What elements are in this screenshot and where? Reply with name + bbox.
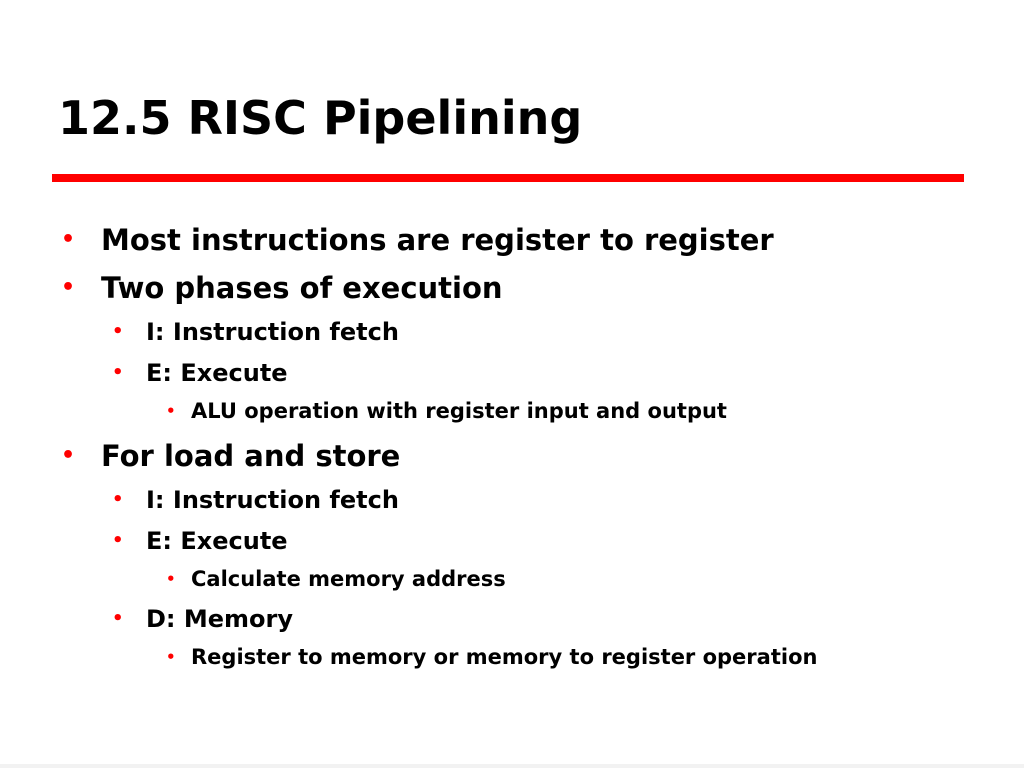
bullet-icon: • <box>166 570 176 588</box>
bullet-item-l1: • Most instructions are register to regi… <box>61 220 774 260</box>
bullet-item-l3: • Register to memory or memory to regist… <box>166 642 818 672</box>
bullet-text: Register to memory or memory to register… <box>191 645 818 669</box>
bullet-text: Two phases of execution <box>101 271 503 305</box>
bullet-text: D: Memory <box>146 605 294 633</box>
bullet-item-l3: • Calculate memory address <box>166 564 506 594</box>
bullet-item-l2: • E: Execute <box>112 356 288 390</box>
bullet-text: ALU operation with register input and ou… <box>191 399 727 423</box>
bullet-icon: • <box>166 648 176 666</box>
bullet-icon: • <box>112 530 124 551</box>
bullet-icon: • <box>112 362 124 383</box>
bullet-icon: • <box>112 489 124 510</box>
bullet-item-l3: • ALU operation with register input and … <box>166 396 727 426</box>
bullet-item-l1: • For load and store <box>61 436 401 476</box>
bullet-icon: • <box>166 402 176 420</box>
title-underline-rule <box>52 174 964 182</box>
slide-title: 12.5 RISC Pipelining <box>58 91 583 145</box>
bullet-text: E: Execute <box>146 359 288 387</box>
bullet-item-l2: • I: Instruction fetch <box>112 483 399 517</box>
bullet-text: Calculate memory address <box>191 567 506 591</box>
bullet-text: I: Instruction fetch <box>146 318 399 346</box>
slide-bottom-edge <box>0 764 1024 768</box>
bullet-item-l2: • E: Execute <box>112 524 288 558</box>
bullet-icon: • <box>61 275 76 300</box>
bullet-item-l1: • Two phases of execution <box>61 268 503 308</box>
bullet-text: Most instructions are register to regist… <box>101 223 774 257</box>
bullet-text: I: Instruction fetch <box>146 486 399 514</box>
bullet-item-l2: • I: Instruction fetch <box>112 315 399 349</box>
bullet-icon: • <box>112 608 124 629</box>
bullet-icon: • <box>61 443 76 468</box>
bullet-item-l2: • D: Memory <box>112 602 294 636</box>
bullet-icon: • <box>61 227 76 252</box>
bullet-icon: • <box>112 321 124 342</box>
bullet-text: E: Execute <box>146 527 288 555</box>
bullet-text: For load and store <box>101 439 401 473</box>
